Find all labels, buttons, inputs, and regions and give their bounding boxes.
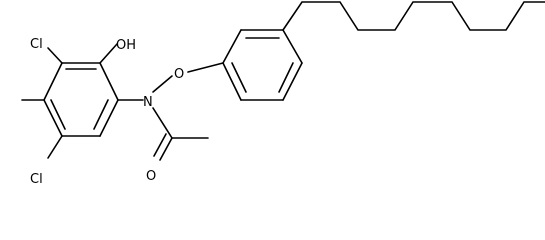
molecule-drawing: OH Cl Cl O N O: [21, 1, 545, 185]
bond: [99, 99, 119, 137]
chloro-lower-label: Cl: [30, 172, 43, 185]
ether-oxygen-label: O: [174, 67, 184, 82]
bond: [152, 75, 173, 93]
bond: [152, 107, 173, 139]
bond: [153, 133, 167, 157]
bond: [43, 99, 63, 137]
bond: [231, 62, 247, 93]
alkyl-chain: [282, 1, 545, 31]
structure-diagram: OH Cl Cl O N O: [21, 1, 545, 185]
bond: [43, 62, 63, 101]
bond: [278, 62, 294, 93]
left-substituents: [21, 43, 118, 159]
nonyl-chain: [282, 1, 545, 31]
carbonyl-oxygen-label: O: [146, 169, 156, 184]
acetyl-group: [117, 99, 209, 161]
bond: [47, 47, 63, 64]
nitrogen-label: N: [143, 95, 153, 110]
chloro-upper-label: Cl: [30, 37, 43, 52]
bond: [282, 29, 303, 64]
bond: [99, 43, 118, 64]
bond: [159, 137, 173, 161]
bond: [99, 62, 119, 101]
bond: [222, 62, 242, 101]
bond: [50, 99, 66, 130]
left-ring: [43, 62, 119, 137]
bond: [282, 62, 303, 101]
bond: [222, 29, 242, 64]
n-o-bond: [152, 62, 224, 93]
bond: [47, 135, 63, 159]
hydroxyl-label: OH: [116, 38, 136, 53]
right-ring: [222, 29, 303, 101]
bond: [187, 62, 224, 73]
bond: [93, 99, 109, 130]
